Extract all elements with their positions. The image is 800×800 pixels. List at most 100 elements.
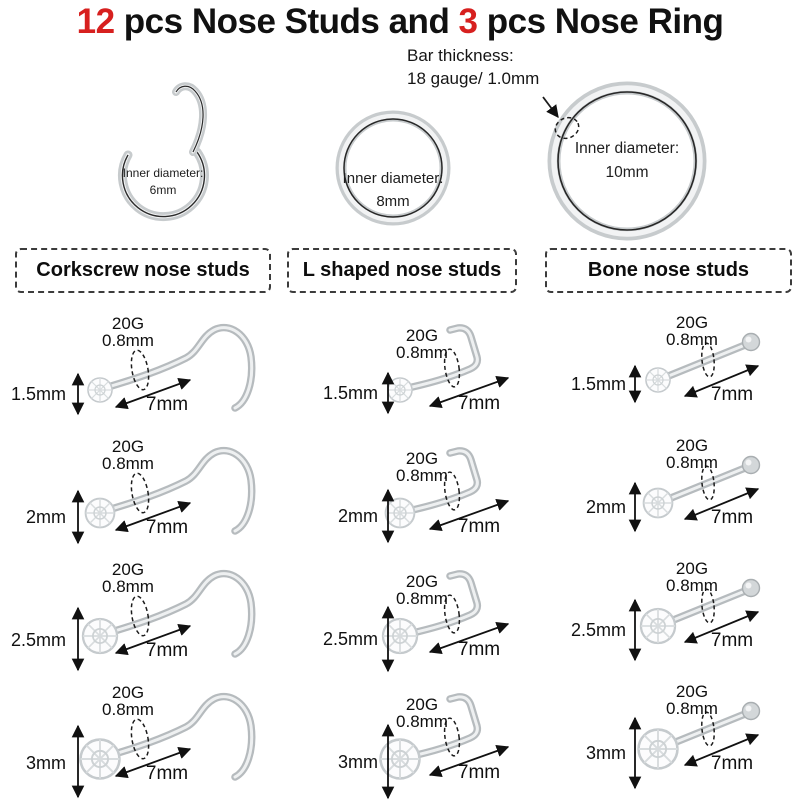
bar-length-label: 7mm — [145, 763, 189, 784]
thickness-label: 0.8mm — [396, 466, 448, 485]
gem-size-label: 2.5mm — [322, 629, 378, 649]
ring-6mm-label: Inner diameter: 6mm — [123, 165, 204, 199]
gem-size-label: 2mm — [26, 507, 66, 527]
rings-section: Bar thickness: 18 gauge/ 1.0mm Inner dia… — [0, 42, 800, 248]
bar-length-label: 7mm — [710, 630, 754, 651]
bone-stud-icon — [628, 431, 800, 533]
callout-arrow — [542, 96, 559, 119]
thickness-label: 0.8mm — [666, 330, 718, 349]
bar-thickness-annotation: Bar thickness: 18 gauge/ 1.0mm — [407, 44, 539, 90]
bone-stud-icon — [628, 677, 800, 790]
bar-length-label: 7mm — [457, 393, 501, 414]
bar-length-label: 7mm — [457, 762, 501, 783]
bar-length-label: 7mm — [145, 517, 189, 538]
gem-size-label: 3mm — [26, 753, 66, 773]
gem-size-label: 3mm — [586, 743, 626, 763]
thickness-label: 0.8mm — [102, 454, 154, 473]
gem-size-label: 2.5mm — [10, 630, 66, 650]
thickness-label: 0.8mm — [396, 589, 448, 608]
page-title: 12 pcs Nose Studs and 3 pcs Nose Ring — [0, 0, 800, 44]
gauge-label: 20G — [405, 449, 439, 468]
gauge-label: 20G — [675, 313, 709, 332]
bar-length-label: 7mm — [145, 394, 189, 415]
ring-10mm-label-line2: 10mm — [605, 164, 649, 181]
l-shaped-stud-icon — [381, 308, 510, 415]
gem-size-label: 1.5mm — [322, 383, 378, 403]
header-bone-nose-studs: Bone nose studs — [545, 248, 792, 293]
cell-corkscrew-row1: 20G 0.8mm 1.5mm 7mm — [0, 308, 280, 431]
gauge-label: 20G — [111, 560, 145, 579]
bar-length-label: 7mm — [457, 639, 501, 660]
cell-corkscrew-row4: 20G 0.8mm 3mm 7mm — [0, 677, 280, 800]
corkscrew-stud-icon — [71, 431, 280, 545]
bar-length-label: 7mm — [710, 753, 754, 774]
hoop-8mm-icon — [335, 110, 451, 226]
bone-stud-icon — [628, 308, 800, 404]
gauge-label: 20G — [675, 682, 709, 701]
ring-6mm-label-line1: Inner diameter: — [122, 166, 204, 180]
thickness-label: 0.8mm — [102, 577, 154, 596]
hoop-10mm-icon — [547, 81, 707, 241]
gem-size-label: 1.5mm — [570, 374, 626, 394]
cell-bone-row2: 20G 0.8mm 2mm 7mm — [540, 431, 800, 554]
corkscrew-stud-icon — [71, 308, 280, 416]
thickness-label: 0.8mm — [666, 699, 718, 718]
thickness-label: 0.8mm — [666, 453, 718, 472]
bar-length-label: 7mm — [457, 516, 501, 537]
thickness-label: 0.8mm — [102, 331, 154, 350]
cell-bone-row3: 20G 0.8mm 2.5mm 7mm — [540, 554, 800, 677]
hinged-hoop-6mm-icon — [117, 82, 209, 222]
gauge-label: 20G — [405, 326, 439, 345]
gem-size-label: 2mm — [586, 497, 626, 517]
gauge-label: 20G — [405, 572, 439, 591]
studs-count: 12 — [76, 2, 115, 41]
thickness-label: 0.8mm — [396, 712, 448, 731]
studs-text: pcs Nose Studs and — [114, 2, 459, 41]
ring-10mm-label-line1: Inner diameter: — [574, 140, 680, 157]
gauge-label: 20G — [675, 436, 709, 455]
gem-size-label: 1.5mm — [10, 384, 66, 404]
rings-text: pcs Nose Ring — [477, 2, 724, 41]
gauge-label: 20G — [111, 314, 145, 333]
cell-bone-row1: 20G 0.8mm 1.5mm 7mm — [540, 308, 800, 431]
thickness-label: 0.8mm — [396, 343, 448, 362]
cell-corkscrew-row2: 20G 0.8mm 2mm 7mm — [0, 431, 280, 554]
cell-bone-row4: 20G 0.8mm 3mm 7mm — [540, 677, 800, 800]
gauge-label: 20G — [675, 559, 709, 578]
ring-6mm-label-line2: 6mm — [149, 183, 177, 197]
bar-thickness-line2: 18 gauge/ 1.0mm — [407, 69, 540, 88]
ring-8mm-label-line1: Inner diameter: — [342, 170, 444, 187]
cell-l-shaped-row4: 20G 0.8mm 3mm 7mm — [280, 677, 540, 800]
gauge-label: 20G — [111, 437, 145, 456]
ring-10mm-label: Inner diameter: 10mm — [575, 137, 679, 185]
bone-stud-icon — [628, 554, 800, 662]
corkscrew-stud-icon — [71, 554, 280, 672]
corkscrew-stud-icon — [71, 677, 280, 799]
studs-grid: 20G 0.8mm 1.5mm 7mm 20G 0.8mm 1.5mm 7mm — [0, 308, 800, 800]
gem-size-label: 2.5mm — [570, 620, 626, 640]
ring-8mm-label-line2: 8mm — [376, 193, 410, 210]
gauge-label: 20G — [111, 683, 145, 702]
rings-count: 3 — [458, 2, 478, 41]
bar-length-label: 7mm — [710, 384, 754, 405]
gauge-label: 20G — [405, 695, 439, 714]
thickness-label: 0.8mm — [666, 576, 718, 595]
bar-length-label: 7mm — [145, 640, 189, 661]
gem-size-label: 3mm — [338, 752, 378, 772]
column-headers: Corkscrew nose studs L shaped nose studs… — [0, 248, 800, 293]
bar-length-label: 7mm — [710, 507, 754, 528]
bar-thickness-line1: Bar thickness: — [407, 46, 514, 65]
l-shaped-stud-icon — [379, 677, 510, 800]
ring-8mm-label: Inner diameter: 8mm — [343, 167, 444, 213]
cell-corkscrew-row3: 20G 0.8mm 2.5mm 7mm — [0, 554, 280, 677]
hoop-rings-illustration — [117, 81, 707, 241]
gem-size-label: 2mm — [338, 506, 378, 526]
header-l-shaped-nose-studs: L shaped nose studs — [287, 248, 517, 293]
cell-l-shaped-row2: 20G 0.8mm 2mm 7mm — [280, 431, 540, 554]
l-shaped-stud-icon — [381, 431, 510, 544]
cell-l-shaped-row1: 20G 0.8mm 1.5mm 7mm — [280, 308, 540, 431]
l-shaped-stud-icon — [381, 554, 510, 673]
cell-l-shaped-row3: 20G 0.8mm 2.5mm 7mm — [280, 554, 540, 677]
header-corkscrew-nose-studs: Corkscrew nose studs — [15, 248, 271, 293]
